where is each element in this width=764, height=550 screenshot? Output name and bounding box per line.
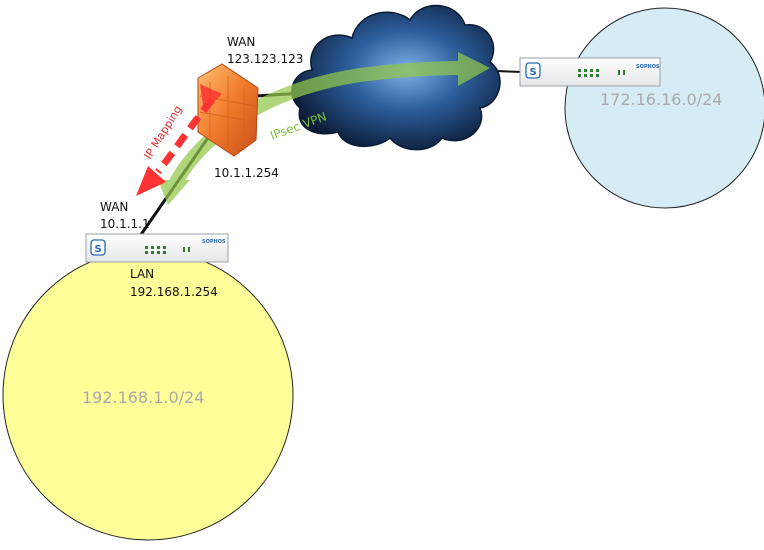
- remote-brand-label: SOPHOS: [636, 64, 660, 70]
- local-brand-label: SOPHOS: [202, 239, 226, 245]
- firewall-wan-ip: 123.123.123: [227, 52, 303, 66]
- firewall-wan-title: WAN: [227, 35, 255, 49]
- firewall-icon: [197, 63, 259, 157]
- ip-mapping-arrow: [136, 84, 222, 196]
- svg-text:S: S: [95, 244, 102, 255]
- local-wan-title: WAN: [100, 200, 128, 214]
- local-subnet-label: 192.168.1.0/24: [82, 388, 204, 407]
- local-wan-ip: 10.1.1.1: [100, 217, 150, 231]
- svg-text:S: S: [530, 67, 537, 78]
- port-leds-icon: [145, 246, 190, 254]
- port-leds-icon: [578, 69, 625, 77]
- ip-mapping-label: IP Mapping: [142, 103, 185, 161]
- remote-sophos-appliance: S SOPHOS: [519, 57, 661, 87]
- sophos-shield-icon: S: [90, 239, 106, 256]
- firewall-lan-ip: 10.1.1.254: [214, 166, 279, 180]
- local-lan-title: LAN: [130, 267, 154, 281]
- sophos-shield-icon: S: [525, 62, 541, 79]
- remote-subnet-label: 172.16.16.0/24: [600, 90, 722, 109]
- local-sophos-appliance: S SOPHOS: [85, 233, 229, 263]
- ipsec-vpn-arrow: [158, 52, 490, 205]
- local-lan-ip: 192.168.1.254: [130, 285, 218, 299]
